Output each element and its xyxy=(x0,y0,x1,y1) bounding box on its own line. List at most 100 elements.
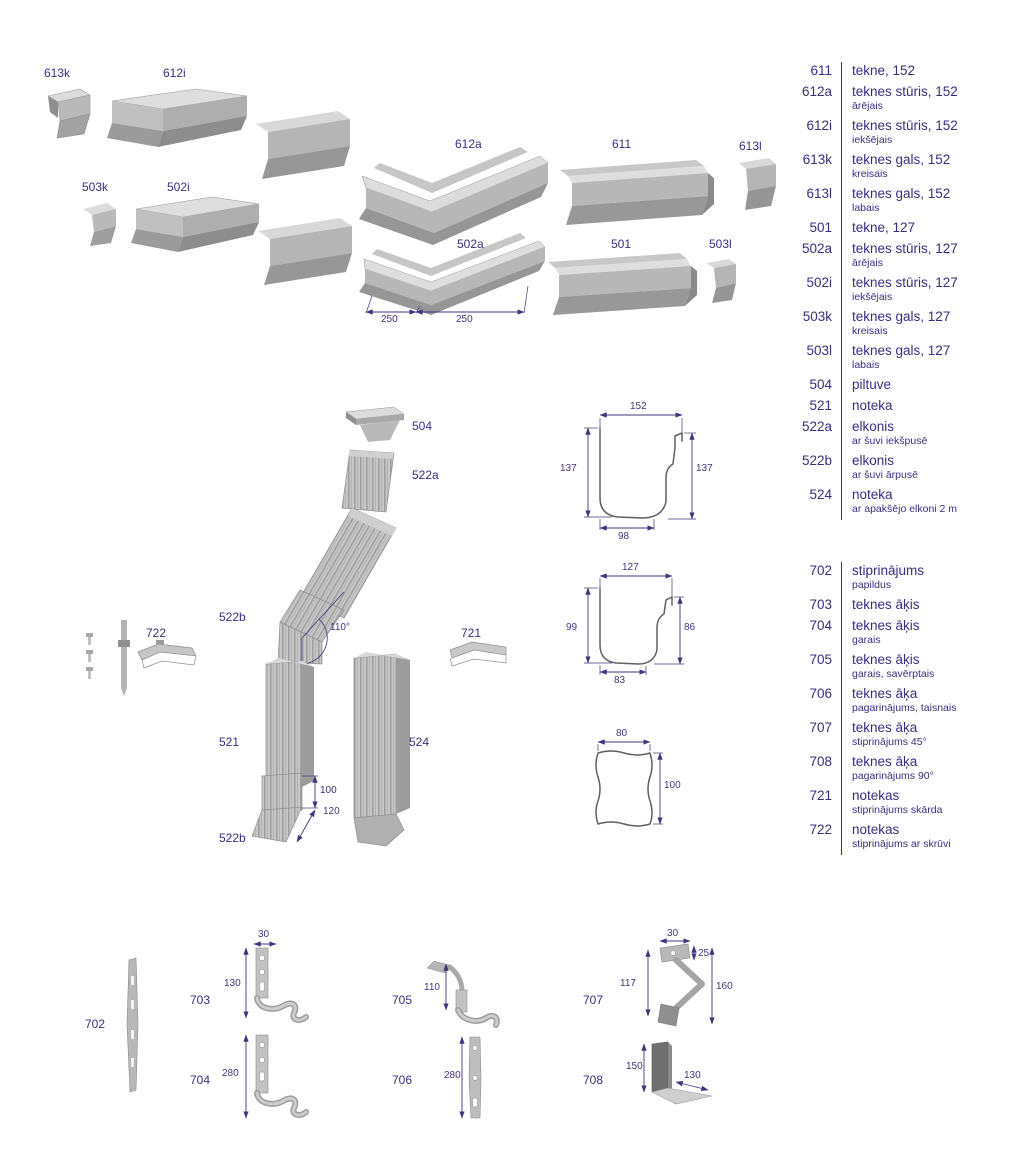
part-707-drawing xyxy=(645,938,715,1027)
legend-code: 703 xyxy=(809,597,832,612)
part-label-503l: 503l xyxy=(709,237,732,251)
legend-sub: stiprinājums skārda xyxy=(852,804,943,816)
downpipe-diagonal-tube-drawing xyxy=(299,507,397,619)
part-label-522b-bottom: 522b xyxy=(219,831,246,845)
legend-item: 611 tekne, 152 xyxy=(793,62,1029,83)
legend-code: 613k xyxy=(802,152,832,167)
legend-code: 502a xyxy=(801,241,832,256)
legend-sub: stiprinājums ar skrūvi xyxy=(852,838,951,850)
dim-p127-right: 86 xyxy=(684,622,696,633)
part-502a-drawing xyxy=(359,233,546,315)
dim-p152-bottom: 98 xyxy=(618,531,630,542)
legend-code: 702 xyxy=(809,563,832,578)
part-label-721: 721 xyxy=(461,626,482,640)
legend-name: teknes gals, 152 xyxy=(852,186,951,201)
dim-707-top: 30 xyxy=(667,928,679,939)
legend-sub: pagarinājums, taisnais xyxy=(852,702,957,714)
part-612i-drawing xyxy=(107,88,248,147)
legend-sub: ar apakšējo elkoni 2 m xyxy=(852,503,958,515)
legend-code: 522a xyxy=(801,419,832,434)
legend-item: 501 tekne, 127 xyxy=(793,219,1029,240)
profile-80-drawing xyxy=(595,739,663,827)
legend-sub: ar šuvi ārpusē xyxy=(852,469,918,481)
legend-name: teknes stūris, 127 xyxy=(852,275,958,290)
legend-name: teknes āķa xyxy=(852,720,918,735)
part-504-drawing xyxy=(345,406,405,442)
part-label-707: 707 xyxy=(583,993,604,1007)
legend-name: teknes āķa xyxy=(852,686,918,701)
dim-708-height: 150 xyxy=(626,1061,643,1072)
part-label-708: 708 xyxy=(583,1073,604,1087)
legend-code: 501 xyxy=(809,220,832,235)
part-503k-drawing xyxy=(83,203,116,246)
legend-section-gap xyxy=(793,520,1029,562)
legend-item: 703 teknes āķis xyxy=(793,596,1029,617)
part-label-706: 706 xyxy=(392,1073,413,1087)
legend-name: teknes gals, 127 xyxy=(852,309,951,324)
part-label-722: 722 xyxy=(146,626,167,640)
elbow-dimensions xyxy=(296,775,318,843)
legend-sub: ārējais xyxy=(852,257,883,269)
dim-708-depth: 130 xyxy=(684,1070,701,1081)
dim-elbow-angle: 110° xyxy=(330,622,350,633)
part-706-drawing xyxy=(459,1036,482,1119)
legend-code: 611 xyxy=(810,63,832,78)
legend-sub: kreisais xyxy=(852,168,888,180)
part-503l-drawing xyxy=(706,259,736,303)
part-522b-bottom-drawing xyxy=(251,772,303,843)
dim-p152-left: 137 xyxy=(560,463,577,474)
part-label-705: 705 xyxy=(392,993,413,1007)
legend-sub: labais xyxy=(852,202,880,214)
legend-name: teknes āķa xyxy=(852,754,918,769)
legend-name: teknes stūris, 152 xyxy=(852,84,958,99)
legend-name: notekas xyxy=(852,822,900,837)
dim-250-left: 250 xyxy=(381,314,398,325)
dim-p152-top: 152 xyxy=(630,401,647,412)
legend-sub: garais, savērptais xyxy=(852,668,935,680)
part-721-drawing xyxy=(449,641,507,667)
dim-707-diag: 160 xyxy=(716,981,733,992)
dim-p152-right: 137 xyxy=(696,463,713,474)
part-705-drawing xyxy=(426,960,500,1028)
part-label-612i: 612i xyxy=(163,66,186,80)
legend-code: 524 xyxy=(809,487,832,502)
legend-sub: ar šuvi iekšpusē xyxy=(852,435,928,447)
legend-name: elkonis xyxy=(852,453,895,468)
legend-sub: iekšējais xyxy=(852,291,893,303)
part-522b-top-drawing xyxy=(277,589,345,665)
part-702-drawing xyxy=(126,957,139,1093)
legend-name: teknes āķis xyxy=(852,618,920,633)
legend-sub: iekšējais xyxy=(852,134,893,146)
legend-code: 503l xyxy=(806,343,832,358)
part-label-524: 524 xyxy=(409,735,430,749)
legend-code: 522b xyxy=(801,453,832,468)
dim-p127-bottom: 83 xyxy=(614,675,626,686)
dim-elbow-offset: 120 xyxy=(323,806,340,817)
legend-name: piltuve xyxy=(852,377,892,392)
legend-code: 504 xyxy=(809,377,832,392)
part-521-drawing xyxy=(265,658,314,791)
legend-code: 721 xyxy=(809,788,832,803)
legend-code: 705 xyxy=(809,652,832,667)
dim-elbow-height: 100 xyxy=(320,785,337,796)
dim-706-len: 280 xyxy=(444,1070,461,1081)
part-label-522b-top: 522b xyxy=(219,610,246,624)
legend-code: 502i xyxy=(806,275,832,290)
legend-code: 707 xyxy=(809,720,832,735)
legend-code: 613l xyxy=(806,186,832,201)
dim-250-right: 250 xyxy=(456,314,473,325)
legend-sub: garais xyxy=(852,634,881,646)
part-label-702: 702 xyxy=(85,1017,106,1031)
legend-code: 706 xyxy=(809,686,832,701)
part-703-drawing xyxy=(243,941,309,1023)
